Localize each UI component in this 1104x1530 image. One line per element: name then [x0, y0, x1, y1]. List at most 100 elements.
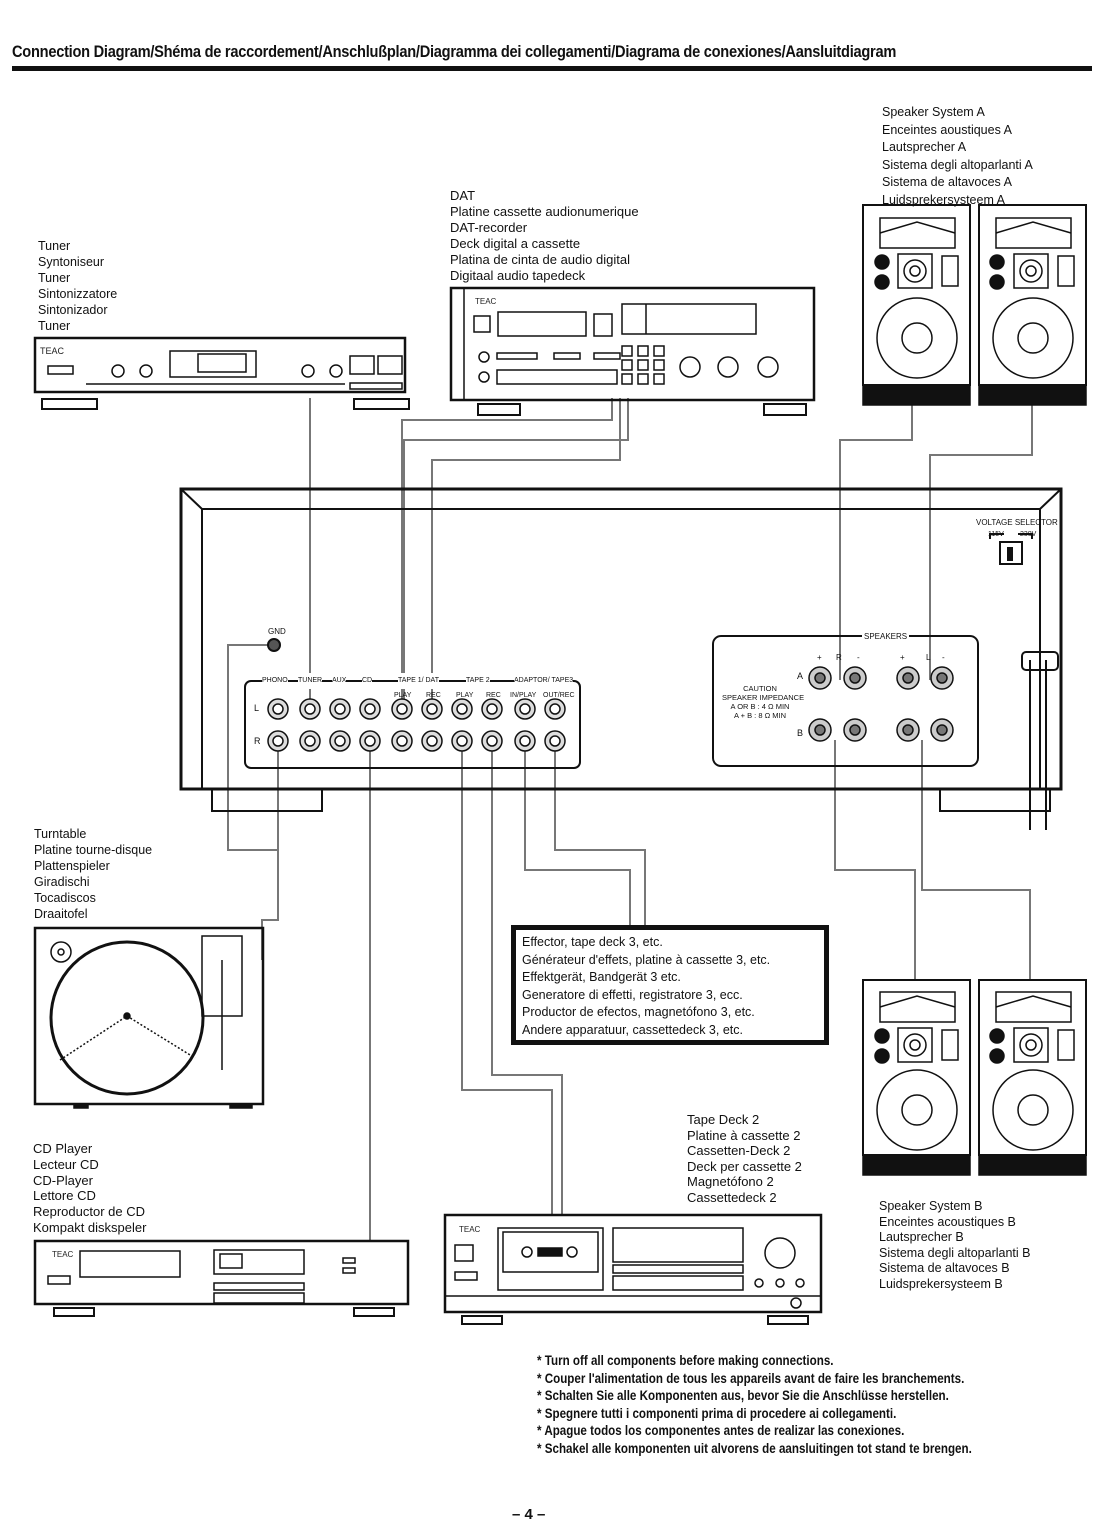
input-sub-label: IN/PLAY	[510, 692, 537, 699]
label-line: Lautsprecher B	[879, 1230, 964, 1244]
label-line: Plattenspieler	[34, 859, 110, 873]
label-line: Syntoniseur	[38, 255, 105, 269]
label-line: Effector, tape deck 3, etc.	[522, 935, 663, 949]
cable-speaker-a-r	[839, 400, 913, 680]
rca-jack-center	[519, 735, 531, 747]
speaker-terminal-knob	[849, 672, 861, 684]
label-line: CD-Player	[33, 1172, 93, 1188]
channel-label-l: L	[254, 703, 260, 713]
input-group-label: TAPE 1/ DAT	[398, 673, 439, 689]
label-line: Tape Deck 2	[687, 1112, 760, 1127]
rca-jack-center	[549, 703, 561, 715]
speaker-terminal-knob	[814, 672, 826, 684]
label-line: Turntable	[34, 827, 87, 841]
input-sub-label: REC	[426, 692, 441, 699]
label-line: Tuner	[38, 319, 71, 333]
label-line: Deck digital a cassette	[450, 236, 581, 251]
page-number: – 4 –	[512, 1506, 546, 1523]
cable-tape2-play	[461, 750, 553, 1215]
gnd-label: GND	[268, 627, 286, 636]
label-line: Luidsprekersysteem B	[879, 1276, 1003, 1291]
svg-text:TEAC: TEAC	[475, 297, 497, 306]
page-title: Connection Diagram/Shéma de raccordement…	[12, 42, 897, 61]
label-line: Sistema de altavoces B	[879, 1261, 1010, 1275]
label-line: Platine cassette audionumerique	[450, 204, 639, 219]
polarity-plus-r: +	[817, 653, 822, 662]
speaker-row-b: B	[797, 728, 804, 738]
speaker-channel-r: R	[836, 653, 842, 662]
tape-deck-2-label: Tape Deck 2 Platine à cassette 2 Cassett…	[687, 1112, 802, 1205]
channel-label-r: R	[254, 736, 261, 746]
label-line: Speaker System B	[879, 1199, 983, 1213]
title-rule	[12, 66, 1092, 71]
note-line: * Couper l'alimentation de tous les appa…	[537, 1370, 965, 1386]
label-line: Cassettedeck 2	[687, 1189, 777, 1205]
rca-jack-center	[456, 703, 468, 715]
tuner-label: Tuner Syntoniseur Tuner Sintonizzatore S…	[38, 238, 117, 334]
label-line: Productor de efectos, magnetófono 3, etc…	[522, 1005, 755, 1019]
caution-line: A + B : 8 Ω MIN	[733, 711, 787, 720]
cable-adaptor-out	[554, 750, 646, 925]
rca-jack-center	[396, 735, 408, 747]
label-line: Speaker System A	[882, 105, 985, 119]
rca-jack-center	[334, 703, 346, 715]
cable-dat-play-1	[403, 398, 629, 700]
rca-jack-center	[334, 735, 346, 747]
label-line: Sistema de altavoces A	[882, 175, 1012, 189]
input-sub-label: PLAY	[456, 692, 474, 699]
label-line: Générateur d'effets, platine à cassette …	[522, 952, 771, 967]
label-line: Cassetten-Deck 2	[687, 1143, 791, 1158]
note-line: * Schakel alle komponenten uit alvorens …	[537, 1440, 972, 1456]
label-line: Enceintes acoustiques B	[879, 1214, 1016, 1229]
rca-jack-center	[549, 735, 561, 747]
label-line: Kompakt diskspeler	[33, 1219, 147, 1235]
speaker-terminal-knob	[902, 672, 914, 684]
label-line: Platine tourne-disque	[34, 843, 153, 857]
rca-jack-center	[304, 735, 316, 747]
cd-player-label: CD Player Lecteur CD CD-Player Lettore C…	[33, 1141, 146, 1236]
rca-jacks	[267, 698, 566, 752]
note-line: * Spegnere tutti i componenti prima di p…	[537, 1405, 897, 1421]
input-sub-label: OUT/REC	[543, 692, 575, 699]
caution-line: SPEAKER IMPEDANCE	[722, 693, 805, 702]
polarity-minus-l: -	[942, 653, 945, 662]
label-line: Magnetófono 2	[687, 1174, 774, 1189]
label-line: Platina de cinta de audio digital	[450, 252, 630, 267]
cable-dat-play	[431, 398, 621, 700]
cable-speaker-b-r	[834, 740, 916, 980]
label-line: Deck per cassette 2	[687, 1158, 802, 1174]
label-line: Tuner	[38, 271, 71, 285]
tuner-unit: TEAC	[33, 336, 410, 410]
cd-player-unit: TEAC	[33, 1239, 410, 1317]
rca-jack-center	[456, 735, 468, 747]
rca-jack-center	[396, 703, 408, 715]
label-line: Generatore di effetti, registratore 3, e…	[522, 987, 743, 1002]
polarity-minus-r: -	[857, 653, 860, 662]
input-group-label: CD	[362, 673, 373, 689]
rca-jack-center	[426, 703, 438, 715]
speaker-terminal-knob	[936, 724, 948, 736]
speaker-terminal-knob	[936, 672, 948, 684]
label-line: Lautsprecher A	[882, 140, 967, 154]
rca-jack-center	[364, 703, 376, 715]
note-line: * Turn off all components before making …	[537, 1353, 834, 1368]
speaker-a-right	[978, 204, 1087, 406]
rca-jack-center	[272, 703, 284, 715]
turntable-unit	[33, 926, 265, 1109]
rca-jack-center	[304, 703, 316, 715]
speaker-a-left	[862, 204, 971, 406]
cable-tape2-rec	[491, 750, 563, 1215]
label-line: Lecteur CD	[33, 1156, 99, 1172]
rca-jack-center	[486, 703, 498, 715]
voltage-option-115: 115V	[988, 531, 1004, 538]
label-line: DAT	[450, 188, 476, 203]
rca-jack-center	[364, 735, 376, 747]
label-line: Sintonizador	[38, 303, 108, 317]
label-line: Sintonizzatore	[38, 287, 118, 301]
label-line: Digitaal audio tapedeck	[450, 268, 586, 283]
speakers-label: SPEAKERS	[862, 629, 910, 645]
label-line: Giradischi	[34, 875, 90, 889]
cable-speaker-a-l	[929, 400, 1033, 680]
caution-title: CAUTION	[743, 684, 777, 693]
